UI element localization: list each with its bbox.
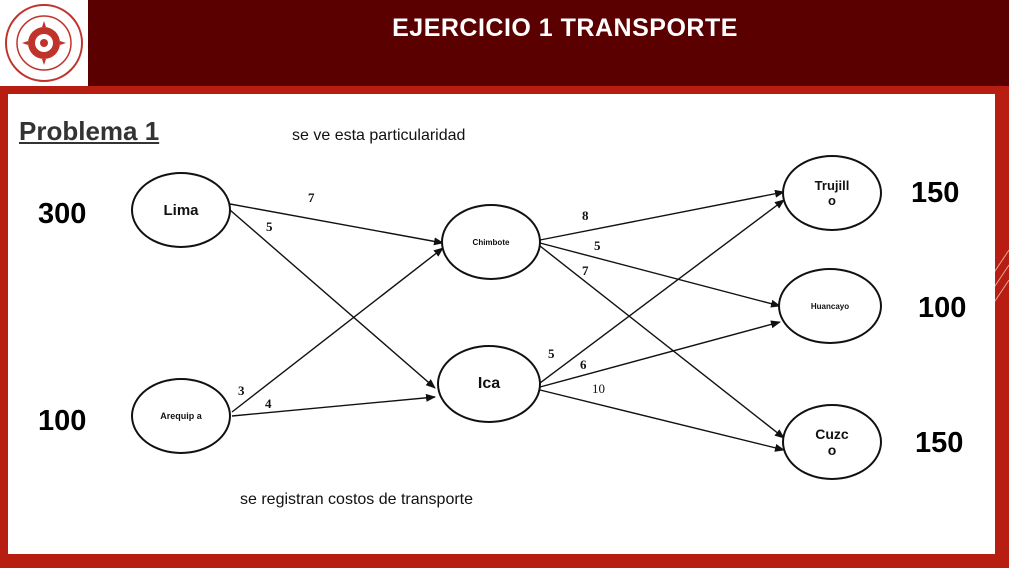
node-ica: Ica (437, 345, 541, 423)
demand-cuzco: 150 (915, 427, 964, 459)
slide-title: EJERCICIO 1 TRANSPORTE (392, 14, 738, 42)
cost-ica-trujillo: 5 (548, 346, 555, 361)
demand-trujillo: 150 (911, 177, 960, 209)
cost-arequipa-chimbote: 3 (238, 383, 245, 398)
note-top: se ve esta particularidad (292, 127, 466, 144)
edge-ica-huancayo (539, 320, 781, 388)
edge-lima-chimbote (229, 203, 444, 246)
cost-lima-ica: 5 (266, 219, 273, 234)
cost-chimbote-trujillo: 8 (582, 208, 589, 223)
edge-chimbote-huancayo (539, 242, 781, 308)
cost-chimbote-huancayo: 5 (594, 238, 601, 253)
cost-ica-cuzco: 10 (592, 381, 605, 396)
cost-chimbote-cuzco: 7 (582, 263, 589, 278)
supply-arequipa: 100 (38, 405, 87, 437)
note-bottom: se registran costos de transporte (240, 491, 474, 508)
cost-arequipa-ica: 4 (265, 396, 272, 411)
edge-chimbote-cuzco (539, 245, 785, 439)
problem-heading: Problema 1 (19, 116, 160, 146)
node-huancayo: Huancayo (778, 268, 882, 344)
node-trujillo: Trujill o (782, 155, 882, 231)
node-arequipa: Arequip a (131, 378, 231, 454)
node-lima: Lima (131, 172, 231, 248)
cost-lima-chimbote: 7 (308, 190, 315, 205)
edge-arequipa-chimbote (231, 247, 444, 413)
header-bar: EJERCICIO 1 TRANSPORTE (0, 0, 1009, 86)
cost-ica-huancayo: 6 (580, 357, 587, 372)
edge-lima-ica (229, 209, 436, 389)
edge-chimbote-trujillo (539, 189, 785, 241)
edge-ica-trujillo (539, 199, 785, 384)
node-cuzco: Cuzc o (782, 404, 882, 480)
supply-lima: 300 (38, 198, 87, 230)
logo-box (0, 0, 88, 86)
node-chimbote: Chimbote (441, 204, 541, 280)
university-seal-logo (5, 4, 83, 82)
edge-ica-cuzco (539, 389, 785, 452)
demand-huancayo: 100 (918, 292, 967, 324)
edge-arequipa-ica (231, 393, 436, 417)
